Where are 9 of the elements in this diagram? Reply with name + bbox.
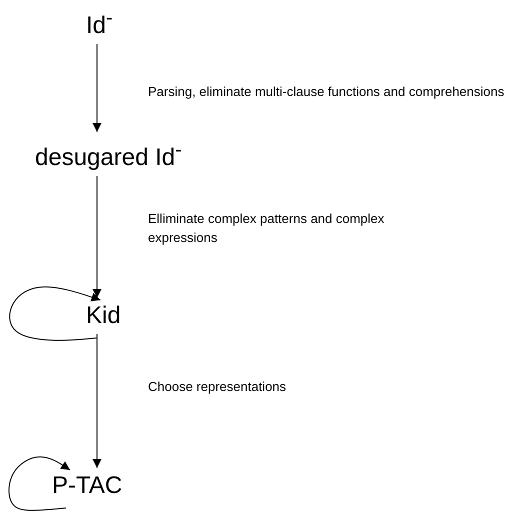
stage-label: desugared Id$^{-}$ [35, 138, 182, 172]
stage-label: P-TAC [52, 472, 122, 500]
stage-label: Id$^{-}$ [86, 6, 113, 40]
arrow [92, 44, 102, 132]
loop-arrow [8, 456, 70, 511]
loop-arrow [9, 286, 101, 341]
arrow [92, 176, 102, 298]
stage-label: Kid [86, 302, 121, 330]
arrow [92, 334, 102, 468]
